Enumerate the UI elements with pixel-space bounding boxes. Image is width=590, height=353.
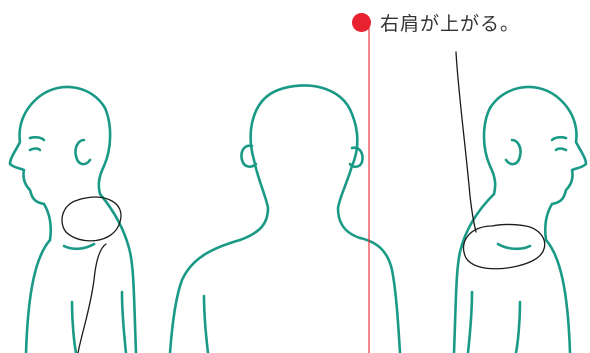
head-outline-right [249, 84, 362, 240]
right-pointer-line [455, 51, 477, 233]
left-shoulder-circle [61, 196, 122, 242]
head-outline-left [168, 158, 270, 353]
ear [504, 138, 522, 166]
throat-line [42, 202, 53, 242]
right-ear [348, 146, 364, 169]
right-shoulder [358, 236, 402, 353]
arm-line-back [120, 290, 128, 353]
arm-line-back [466, 290, 474, 353]
chest-outline [544, 238, 572, 353]
chest-outline [24, 238, 52, 353]
eye [554, 147, 568, 152]
left-arm-line [202, 294, 210, 353]
back-of-head [97, 106, 112, 196]
annotation-text: 右肩が上がる。 [380, 12, 521, 35]
red-marker-dot [352, 12, 371, 32]
head-outline [488, 85, 588, 206]
figure-left-profile [8, 85, 138, 353]
arm-line [70, 300, 78, 353]
annotation-callout: 右肩が上がる。 [352, 9, 520, 35]
left-ear [240, 144, 258, 168]
pen-annotations [61, 51, 546, 353]
figure-right-profile [452, 85, 588, 353]
ear [74, 138, 92, 166]
head-outline [8, 85, 107, 206]
back-of-head [482, 106, 497, 196]
figure-back-view [168, 84, 402, 353]
throat-line [543, 202, 554, 242]
eye [28, 147, 42, 152]
left-pointer-line [77, 243, 107, 353]
eyebrow [550, 135, 568, 142]
back-outline [98, 192, 138, 353]
back-outline [452, 192, 496, 353]
collarbone [62, 242, 96, 251]
collarbone [496, 242, 532, 251]
right-shoulder-circle [462, 223, 546, 270]
eyebrow [28, 135, 46, 142]
arm-line [514, 300, 522, 353]
